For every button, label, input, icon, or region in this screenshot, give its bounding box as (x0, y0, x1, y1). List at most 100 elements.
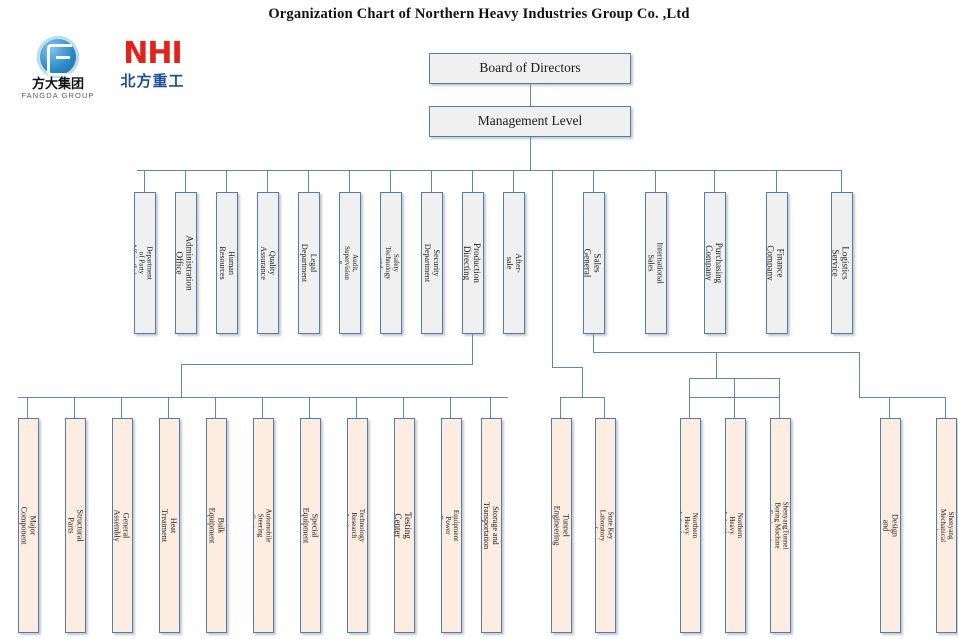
node-technology-research-institute-department[interactable]: Technology Research Institute Department (347, 418, 368, 633)
node-label: Security Department (422, 243, 442, 283)
node-label: Department of Party Affairs(Labor Union) (134, 243, 155, 283)
node-structural-parts-branch-factory[interactable]: Structural Parts Branch Factory (65, 418, 86, 633)
node-safety-technology-environmental-protection-department[interactable]: Safety Technology and Environmental Prot… (380, 192, 402, 334)
connector-drop-a-1 (74, 397, 75, 418)
connector-group-c-right-down (779, 378, 780, 397)
node-shenyang-mechanical-electrical-research-design-institute[interactable]: Shenyang Mechanical and Electrical Resea… (936, 418, 957, 633)
node-automobile-steering-system-branch-factory[interactable]: Automobile Steering System Branch Factor… (253, 418, 274, 633)
node-shenyang-tunnel-boring-machine-equipment[interactable]: ShenyangTunnel Boring Machine Equipment … (770, 418, 791, 633)
node-purchasing-company[interactable]: Purchasing Company (704, 192, 726, 334)
connector-drop-a-8 (403, 397, 404, 418)
connector-bus-group-b (560, 397, 605, 398)
node-state-key-laboratory-intelligent-mining[interactable]: State Key Laboratory of Intelligent Mini… (595, 418, 616, 633)
node-label: Automobile Steering System Branch Factor… (253, 508, 273, 543)
connector-drop-l2-7 (431, 170, 432, 192)
node-equipment-power-energy-service-department[interactable]: Equipment Power Energy Service Departmen… (441, 418, 462, 633)
connector-drop-l2-5 (349, 170, 350, 192)
connector-drop-d-0 (889, 397, 890, 418)
node-nhi-petroleum-equipment[interactable]: Northern Heavy Industries Petroleum Equi… (680, 418, 701, 633)
connector-drop-l2-1 (185, 170, 186, 192)
node-design-and-research-institute[interactable]: Design and Research Institute (880, 418, 901, 633)
nhi-chinese-name: 北方重工 (120, 72, 185, 90)
node-security-department[interactable]: Security Department (421, 192, 443, 334)
node-tunnel-engineering-technology-company[interactable]: Tunnel Engineering Technology Company (551, 418, 572, 633)
connector-bus-group-d-left (859, 397, 889, 398)
connector-sgc-drop (593, 334, 594, 352)
connector-drop-l2r-2 (714, 170, 715, 192)
node-label: Special Equipment Branch Factory (300, 507, 320, 544)
node-label: Shenyang Mechanical and Electrical Resea… (936, 508, 956, 543)
node-label: Equipment Power Energy Service Departmen… (441, 509, 461, 542)
connector-drop-a-10 (490, 397, 491, 418)
connector-drop-l2-0 (144, 170, 145, 192)
connector-level2-bus (137, 170, 842, 171)
node-administration-office[interactable]: Administration Office (175, 192, 197, 334)
nhi-logo: NHI 北方重工 (105, 38, 200, 100)
connector-drop-d-1 (945, 397, 946, 418)
node-label: Tunnel Engineering Technology Company (551, 505, 570, 546)
node-label: Human Resources Department (217, 244, 236, 282)
node-audit-supervision-legal-department[interactable]: Audit, Supervision & Legal Department (339, 192, 361, 334)
node-storage-and-transportation-center[interactable]: Storage and Transportation Center (481, 418, 502, 633)
node-label: Technology Research Institute Department (347, 508, 367, 543)
node-finance-company[interactable]: Finance Company (766, 192, 788, 334)
node-label: Audit, Supervision & Legal Department (340, 246, 360, 280)
node-sales-general-company[interactable]: Sales General Company (583, 192, 605, 334)
node-label: Major Component Branch Factory (18, 506, 38, 545)
connector-drop-c-0 (689, 397, 690, 418)
connector-bus-group-d (889, 397, 945, 398)
connector-drop-l2r-4 (841, 170, 842, 192)
node-legal-department[interactable]: Legal Department (298, 192, 320, 334)
node-nhi-fuller-shenyang-mining[interactable]: Northern Heavy Industries Fuller (Shenya… (725, 418, 746, 633)
connector-bus-to-group-b (552, 170, 553, 367)
node-label: Quality Assurance Department (258, 244, 277, 282)
connector-drop-l2r-0 (593, 170, 594, 192)
connector-drop-l2-3 (267, 170, 268, 192)
node-logistics-service-center[interactable]: Logistics Service Center (831, 192, 853, 334)
node-international-sales-general-company[interactable]: International Sales General Company (645, 192, 667, 334)
fangda-emblem-icon (37, 36, 79, 78)
node-label: General Assembly Branch Factory (112, 509, 131, 542)
connector-drop-a-3 (168, 397, 169, 418)
connector-drop-a-0 (27, 397, 28, 418)
node-human-resources-department[interactable]: Human Resources Department (216, 192, 238, 334)
connector-pdc-down-to-bus-a (181, 364, 182, 397)
connector-drop-l2-8 (472, 170, 473, 192)
node-label: Finance Company (766, 245, 786, 281)
node-management-level[interactable]: Management Level (429, 106, 631, 137)
connector-drop-b-1 (604, 397, 605, 418)
node-label: Northern Heavy Industries Fuller (Shenya… (725, 511, 745, 540)
connector-group-c-down (716, 352, 717, 378)
node-label: ShenyangTunnel Boring Machine Equipment … (770, 501, 790, 550)
node-label: Legal Department (299, 243, 319, 283)
node-testing-center[interactable]: Testing Center (394, 418, 415, 633)
connector-pdc-to-left (181, 364, 473, 365)
connector-drop-l2r-1 (655, 170, 656, 192)
node-label: Bulk Equipment Branch Factory (206, 507, 226, 544)
connector-drop-a-6 (309, 397, 310, 418)
node-quality-assurance-department[interactable]: Quality Assurance Department (257, 192, 279, 334)
node-production-directing-center[interactable]: Production Directing Center (462, 192, 484, 334)
fangda-f-glyph-icon (47, 44, 72, 76)
node-general-assembly-branch-factory[interactable]: General Assembly Branch Factory (112, 418, 133, 633)
node-label: Testing Center (394, 512, 413, 539)
nhi-wordmark: NHI (123, 36, 182, 71)
connector-drop-c-1 (734, 378, 735, 418)
node-label: Northern Heavy Industries Petroleum Equi… (680, 511, 699, 540)
connector-drop-l2-4 (308, 170, 309, 192)
node-label: Production Directing Center (462, 243, 483, 283)
node-bulk-equipment-branch-factory[interactable]: Bulk Equipment Branch Factory (206, 418, 227, 633)
connector-board-to-management (530, 84, 531, 106)
connector-drop-a-5 (262, 397, 263, 418)
page-title: Organization Chart of Northern Heavy Ind… (268, 6, 690, 22)
node-special-equipment-branch-factory[interactable]: Special Equipment Branch Factory (300, 418, 321, 633)
node-heat-treatment-branch-factory[interactable]: Heat Treatment Branch Factory (159, 418, 180, 633)
fangda-group-logo: 方大集团 FANGDA GROUP (15, 36, 101, 100)
node-board-of-directors[interactable]: Board of Directors (429, 53, 631, 84)
node-major-component-branch-factory[interactable]: Major Component Branch Factory (18, 418, 39, 633)
connector-bus-group-a (18, 397, 508, 398)
connector-drop-a-2 (121, 397, 122, 418)
node-department-of-party-affairs[interactable]: Department of Party Affairs(Labor Union) (134, 192, 156, 334)
node-after-sale-service-center[interactable]: After-sale Service Center (503, 192, 525, 334)
